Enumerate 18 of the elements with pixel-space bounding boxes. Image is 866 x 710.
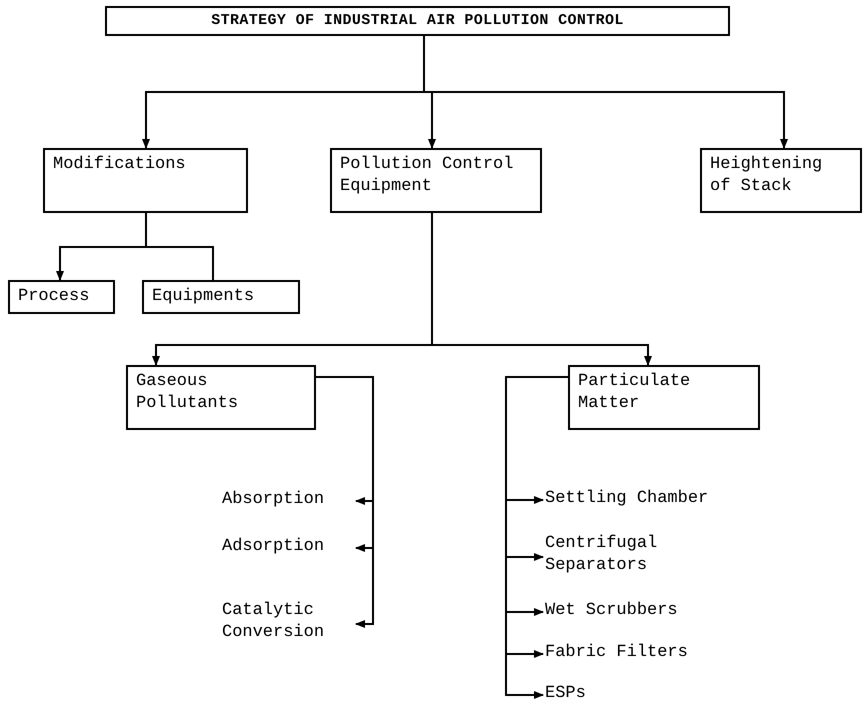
arrow (431, 213, 652, 366)
method-label: Wet Scrubbers (545, 600, 745, 624)
category-box: Heightening of Stack (700, 148, 862, 213)
method-label: Settling Chamber (545, 488, 745, 512)
category-box: Gaseous Pollutants (126, 365, 316, 430)
method-label: Catalytic Conversion (222, 600, 354, 648)
category-box: Process (8, 280, 115, 314)
arrow (316, 376, 374, 628)
method-label: Adsorption (222, 536, 354, 560)
category-box: Pollution Control Equipment (330, 148, 542, 213)
category-box: Particulate Matter (568, 365, 760, 430)
method-label: Absorption (222, 489, 354, 513)
category-box: Equipments (142, 280, 300, 314)
method-label: ESPs (545, 683, 745, 707)
method-label: Centrifugal Separators (545, 533, 745, 581)
title-box: STRATEGY OF INDUSTRIAL AIR POLLUTION CONTROL (105, 6, 730, 36)
category-box: Modifications (43, 148, 248, 213)
method-label: Fabric Filters (545, 642, 745, 666)
